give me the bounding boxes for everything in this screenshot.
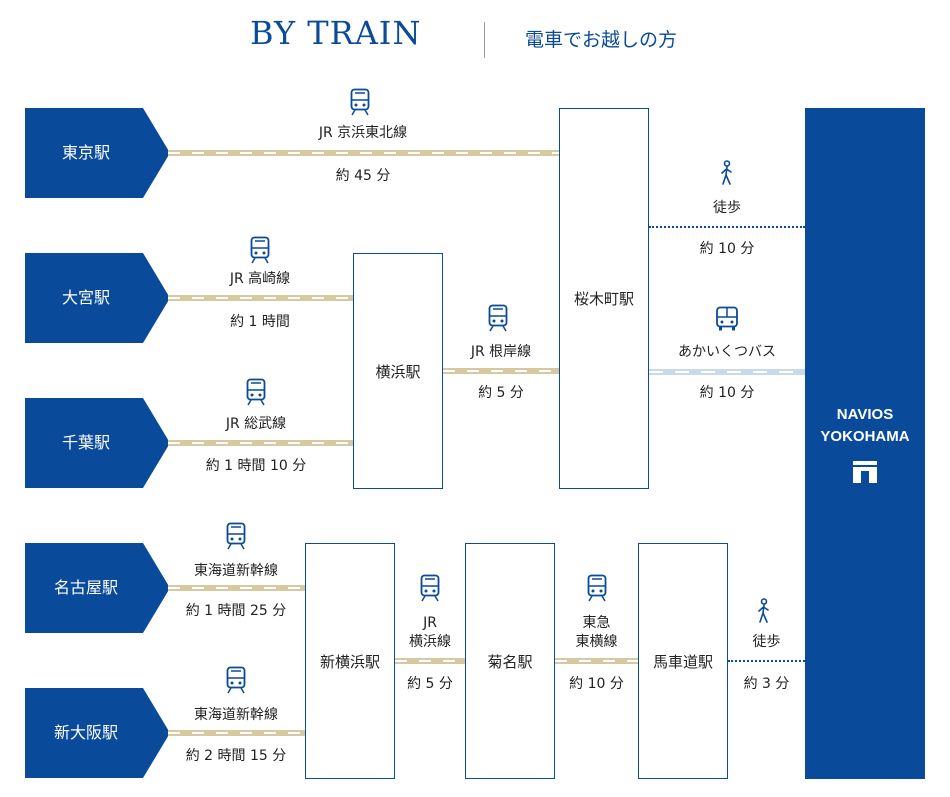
route-nagoya-line-label: 東海道新幹線 [194, 563, 278, 579]
route-shinyokohama-time-label: 約 5 分 [407, 676, 453, 692]
route-omiya-time-label: 約 1 時間 [230, 314, 290, 330]
route-omiya-yokohama-track [168, 295, 353, 301]
route-shinyokohama-line-label-2: 横浜線 [409, 634, 451, 650]
walking-person-icon [756, 598, 772, 624]
walking-person-icon [719, 160, 735, 186]
route-chiba-yokohama-track [168, 440, 353, 446]
origin-chiba: 千葉駅 [25, 398, 170, 488]
route-sakuragicho-walk-label: 徒歩 [713, 200, 741, 216]
title-divider [484, 22, 485, 58]
train-icon [488, 304, 508, 332]
route-tokyo-line-label: JR 京浜東北線 [318, 125, 408, 141]
route-shinyokohama-line-label-1: JR [423, 615, 437, 631]
section-subtitle: 電車でお越しの方 [525, 29, 678, 51]
origin-nagoya-label: 名古屋駅 [53, 578, 118, 597]
origin-shin-osaka: 新大阪駅 [25, 688, 170, 778]
route-bashamichi-walk-label: 徒歩 [752, 634, 781, 650]
route-sakuragicho-walk-time-label: 約 10 分 [699, 241, 755, 257]
route-tokyo-sakuragicho-track [168, 150, 559, 156]
route-nagoya-time-label: 約 1 時間 25 分 [185, 603, 287, 619]
route-sakuragicho-bus-label: あかいくつバス [678, 344, 776, 360]
station-shin-yokohama: 新横浜駅 [305, 543, 395, 779]
station-kikuna: 菊名駅 [465, 543, 555, 779]
route-yokohama-line-label: JR 根岸線 [470, 344, 532, 360]
bus-icon [715, 306, 739, 332]
station-sakuragicho: 桜木町駅 [559, 108, 649, 489]
train-icon [350, 88, 370, 116]
route-sakuragicho-bus-time-label: 約 10 分 [699, 385, 755, 401]
origin-tokyo-label: 東京駅 [61, 143, 110, 162]
route-bashamichi-walk-path [728, 660, 805, 662]
station-yokohama-label: 横浜駅 [375, 362, 421, 381]
route-chiba-time-label: 約 1 時間 10 分 [205, 458, 307, 474]
section-title: BY TRAIN [250, 14, 422, 52]
route-yokohama-sakuragicho-track [443, 368, 559, 374]
route-yokohama-time-label: 約 5 分 [478, 385, 524, 401]
route-osaka-shinyokohama-track [168, 730, 305, 736]
origin-omiya-label: 大宮駅 [61, 288, 110, 307]
navios-logo-icon [853, 461, 877, 483]
origin-omiya: 大宮駅 [25, 253, 170, 343]
train-icon [587, 574, 607, 602]
route-kikuna-time-label: 約 10 分 [569, 676, 624, 692]
route-osaka-line-label: 東海道新幹線 [194, 707, 278, 723]
route-osaka-time-label: 約 2 時間 15 分 [185, 748, 287, 764]
route-nagoya-shinyokohama-track [168, 585, 305, 591]
station-sakuragicho-label: 桜木町駅 [573, 290, 634, 308]
route-kikuna-bashamichi-track [555, 658, 638, 664]
destination-navios-yokohama: NAVIOS YOKOHAMA [805, 108, 925, 779]
route-shinyokohama-kikuna-track [395, 658, 465, 664]
route-bashamichi-walk-time-label: 約 3 分 [743, 676, 790, 692]
train-icon [250, 236, 270, 264]
station-shin-yokohama-label: 新横浜駅 [319, 652, 380, 671]
route-chiba-line-label: JR 総武線 [225, 416, 287, 432]
origin-chiba-label: 千葉駅 [61, 433, 110, 452]
route-omiya-line-label: JR 高崎線 [229, 271, 291, 287]
destination-name: NAVIOS YOKOHAMA [820, 406, 910, 445]
origin-shin-osaka-label: 新大阪駅 [53, 723, 118, 742]
origin-tokyo: 東京駅 [25, 108, 170, 198]
station-kikuna-label: 菊名駅 [487, 652, 533, 671]
train-icon [226, 666, 246, 694]
route-sakuragicho-bus-lane [649, 369, 805, 375]
route-tokyo-time-label: 約 45 分 [335, 168, 391, 184]
origin-nagoya: 名古屋駅 [25, 543, 170, 633]
station-bashamichi: 馬車道駅 [638, 543, 728, 779]
route-kikuna-line-label-2: 東横線 [575, 634, 618, 650]
station-yokohama: 横浜駅 [353, 253, 443, 489]
train-icon [246, 378, 266, 406]
route-sakuragicho-walk-path [649, 226, 805, 228]
train-icon [420, 574, 440, 602]
station-bashamichi-label: 馬車道駅 [652, 652, 713, 671]
route-kikuna-line-label-1: 東急 [582, 615, 611, 631]
train-icon [226, 522, 246, 550]
